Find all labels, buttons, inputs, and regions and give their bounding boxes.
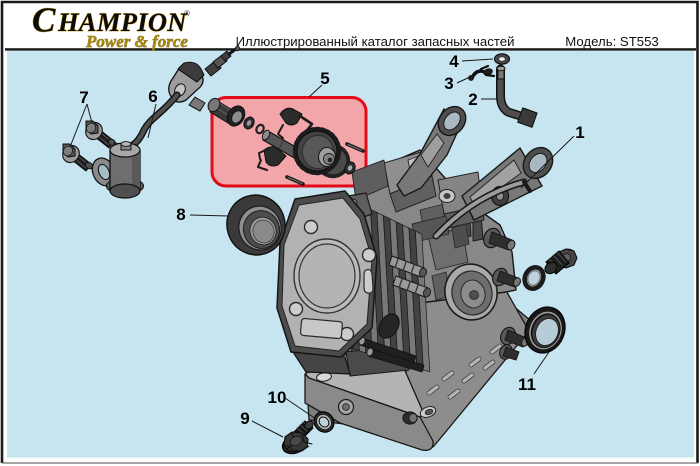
svg-text:8: 8 [176,205,185,224]
svg-text:C: C [32,1,56,40]
svg-text:HAMPION: HAMPION [57,7,187,37]
svg-text:2: 2 [468,90,477,109]
svg-text:4: 4 [449,52,459,71]
svg-text:9: 9 [240,409,249,428]
svg-text:7: 7 [79,88,88,107]
svg-text:1: 1 [575,123,584,142]
svg-text:5: 5 [320,69,329,88]
svg-text:10: 10 [268,388,287,407]
svg-text:11: 11 [518,375,536,394]
svg-text:Модель: ST553: Модель: ST553 [565,34,659,49]
svg-text:Power & force: Power & force [85,32,188,51]
svg-text:®: ® [184,9,190,18]
svg-text:Иллюстрированный каталог запас: Иллюстрированный каталог запасных частей [236,34,515,49]
svg-text:3: 3 [444,74,453,93]
svg-text:6: 6 [148,87,157,106]
